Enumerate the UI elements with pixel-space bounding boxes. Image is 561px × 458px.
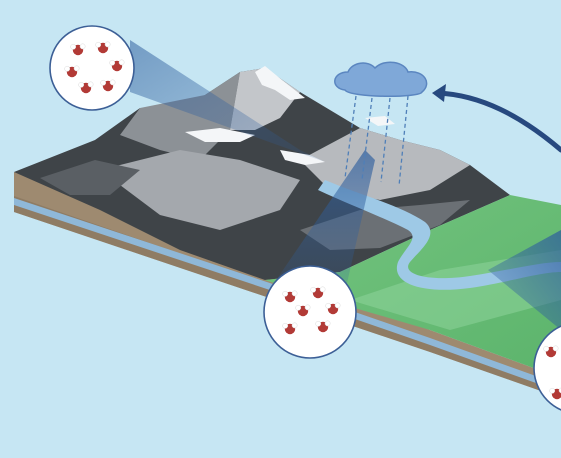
snow-patch-3 [365, 116, 395, 126]
rock-face-3 [100, 150, 300, 230]
beam-groundwater [268, 150, 375, 292]
beam-snow [130, 40, 325, 162]
groundwater-molecules-bubble [263, 265, 357, 359]
snow-patch-2 [280, 150, 325, 165]
beam-river [488, 230, 561, 330]
rock-face-6 [40, 160, 140, 195]
river [318, 180, 561, 290]
snow-molecules-bubble [49, 25, 135, 111]
snow-cap-peak [255, 66, 305, 100]
river-molecules-bubble [533, 325, 561, 411]
curved-arrow-icon [432, 84, 561, 153]
rock-face-4 [300, 128, 470, 200]
snow-patch-1 [185, 128, 255, 142]
rain-icon [344, 95, 409, 187]
cloud-icon [334, 61, 428, 97]
